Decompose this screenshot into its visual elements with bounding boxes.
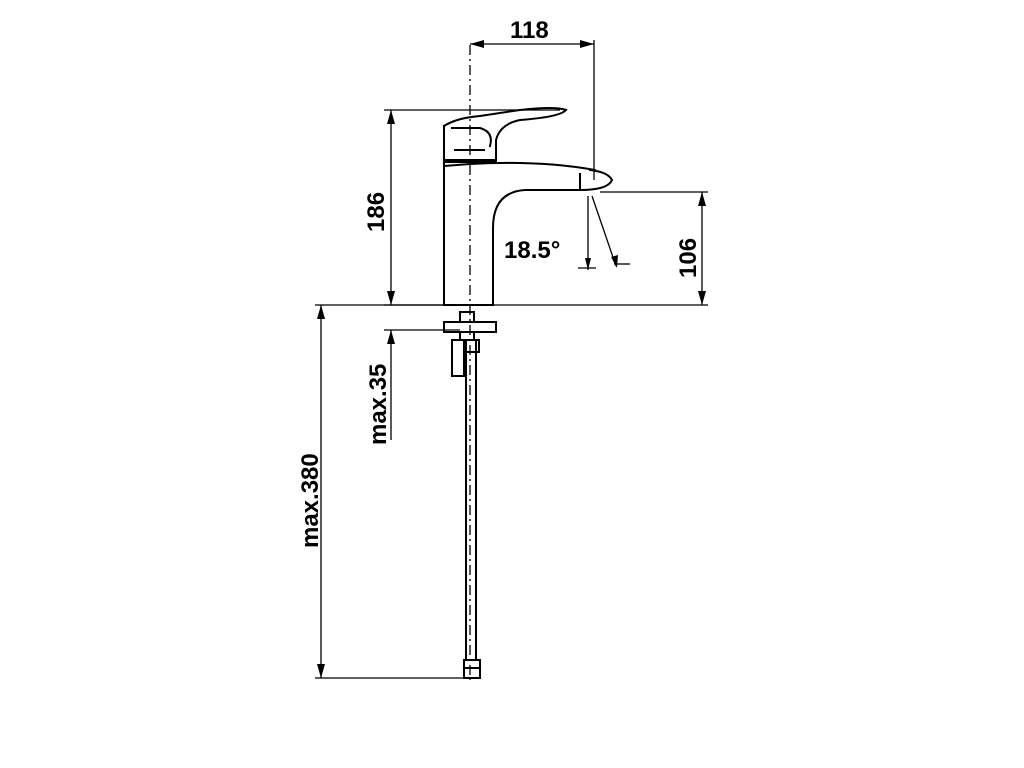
faucet-handle [442, 107, 568, 161]
spout-reach-label: 118 [510, 17, 549, 44]
dimension-total-height: 186 [363, 109, 560, 306]
dimension-spout-height: 106 [493, 191, 708, 306]
total-height-label: 186 [363, 192, 390, 232]
dimension-max-hose-length: max.380 [297, 304, 466, 679]
dimension-spout-angle: 18.5° [504, 195, 630, 270]
max-deck-thickness-label: max.35 [365, 364, 392, 445]
flexible-hose [463, 339, 481, 679]
dimension-spout-reach: 118 [470, 17, 595, 180]
dimension-max-deck-thickness: max.35 [365, 329, 460, 445]
max-hose-length-label: max.380 [297, 453, 324, 548]
faucet-body [442, 161, 614, 306]
spout-height-label: 106 [675, 238, 702, 278]
spout-angle-label: 18.5° [504, 237, 560, 264]
